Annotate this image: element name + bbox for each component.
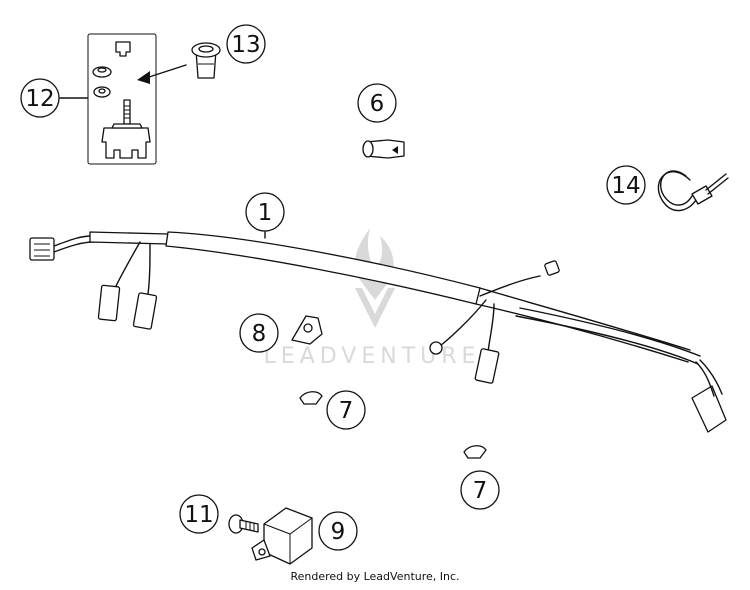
clip-7b-part: [463, 445, 487, 459]
callout-9-label: 9: [331, 519, 346, 545]
callout-1-label: 1: [258, 200, 273, 226]
bracket-part: [291, 315, 323, 345]
watermark-text: LEADVENTURE: [264, 344, 481, 369]
callout-7a: 7: [326, 390, 366, 430]
callout-9: 9: [318, 511, 358, 551]
callout-14: 14: [606, 165, 646, 205]
callout-11: 11: [179, 494, 219, 534]
clip-7a-part: [299, 391, 323, 405]
callout-8: 8: [239, 313, 279, 353]
callout-12-label: 12: [25, 86, 54, 112]
callout-14-label: 14: [611, 173, 640, 199]
callout-13-label: 13: [231, 32, 260, 58]
switch-assembly: [59, 33, 187, 165]
screw-part: [228, 514, 259, 534]
callout-8-label: 8: [252, 321, 267, 347]
footer-credit: Rendered by LeadVenture, Inc.: [290, 570, 460, 583]
callout-7b: 7: [460, 470, 500, 510]
callout-13: 13: [226, 24, 266, 64]
callout-6-label: 6: [370, 91, 385, 117]
callout-6: 6: [357, 83, 397, 123]
callout-7a-label: 7: [339, 398, 354, 424]
grommet-part: [191, 42, 221, 79]
callout-12: 12: [20, 78, 60, 118]
wiring-harness: [29, 231, 727, 433]
cable-tie-part: [657, 170, 729, 212]
clip-part: [362, 139, 405, 159]
callout-1: 1: [245, 192, 285, 239]
relay-part: [251, 507, 313, 565]
callout-7b-label: 7: [473, 478, 488, 504]
callout-11-label: 11: [184, 502, 213, 528]
